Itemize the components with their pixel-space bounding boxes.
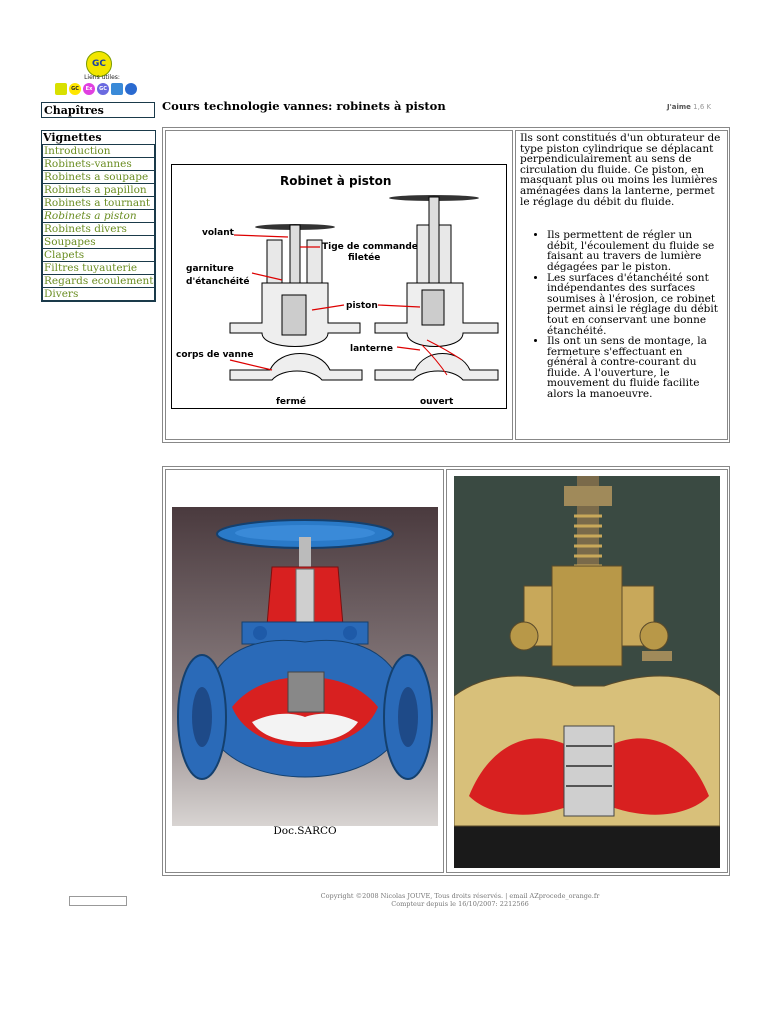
sidebar-item-clapets[interactable]: Clapets [42, 248, 155, 262]
label-garniture-2: d'étanchéité [186, 276, 249, 287]
closed-valve-drawing [229, 224, 363, 381]
photo-2-svg [453, 476, 721, 868]
sidebar-item-robinets-soupape[interactable]: Robinets a soupape [42, 170, 155, 184]
diagram-arrows [229, 234, 421, 371]
label-piston: piston [346, 301, 378, 311]
sidebar-item-robinets-tournant[interactable]: Robinets a tournant [42, 196, 155, 210]
label-tige-2: filetée [348, 252, 380, 263]
useful-links-label: Liens utiles: [84, 74, 120, 81]
page-title: Cours technologie vannes: robinets à pis… [162, 99, 446, 113]
link-icon-1[interactable] [55, 83, 67, 95]
photo-caption: Doc.SARCO [273, 825, 337, 837]
link-icon-3[interactable]: Ex [83, 83, 95, 95]
bullet-item: Les surfaces d'étanchéité sont indépenda… [547, 272, 725, 337]
counter-widget [69, 896, 127, 906]
sidebar-nav: Vignettes Introduction Robinets-vannes R… [41, 130, 156, 302]
label-lanterne: lanterne [350, 344, 393, 354]
description-cell [515, 130, 728, 440]
link-icon-5[interactable] [111, 83, 123, 95]
bullet-item: Ils ont un sens de montage, la fermeture… [547, 336, 725, 400]
diagram-title: Robinet à piston [280, 174, 391, 188]
sidebar-item-robinets-vannes[interactable]: Robinets-vannes [42, 157, 155, 171]
link-icon-4[interactable]: GC [97, 83, 109, 95]
chapters-heading[interactable]: Chapîtres [41, 102, 155, 118]
sarco-valve-photo [172, 507, 438, 826]
link-icon-6[interactable] [125, 83, 137, 95]
description-text: Ils sont constitués d'un obturateur de t… [520, 133, 725, 400]
counter-text: Compteur depuis le 16/10/2007: 2212566 [391, 900, 529, 908]
label-ferme: fermé [276, 396, 306, 407]
label-tige-1: Tige de commande [322, 242, 418, 252]
sidebar-item-soupapes[interactable]: Soupapes [42, 235, 155, 249]
diagram-cell [165, 130, 513, 440]
site-logo[interactable]: GC [86, 51, 112, 77]
label-volant: volant [202, 228, 235, 238]
sidebar-item-filtres[interactable]: Filtres tuyauterie [42, 261, 155, 275]
vignettes-heading: Vignettes [43, 131, 102, 144]
diagram-svg: Robinet à piston [176, 174, 499, 407]
label-corps-vanne: corps de vanne [176, 350, 253, 360]
photo-cell-1 [165, 469, 444, 873]
useful-links-bar: GC Ex GC [55, 83, 137, 95]
link-icon-2[interactable]: GC [69, 83, 81, 95]
bullet-item: Ils permettent de régler un débit, l'éco… [547, 230, 725, 272]
open-valve-drawing [374, 195, 499, 381]
sidebar-item-divers[interactable]: Divers [42, 287, 155, 301]
sidebar-item-robinets-papillon[interactable]: Robinets a papillon [42, 183, 155, 197]
copyright-text: Copyright ©2008 Nicolas JOUVE, Tous droi… [320, 892, 600, 900]
photo-cell-2 [446, 469, 728, 873]
like-count: 1,6 K [693, 103, 712, 111]
logo-text: GC [92, 59, 106, 69]
brass-valve-cutaway-photo [453, 476, 721, 868]
description-intro: Ils sont constitués d'un obturateur de t… [520, 132, 721, 208]
sidebar-item-regards[interactable]: Regards ecoulement [42, 274, 155, 288]
like-button-label[interactable]: J'aime [667, 103, 691, 111]
description-bullets: Ils permettent de régler un débit, l'éco… [520, 230, 725, 400]
label-ouvert: ouvert [420, 397, 454, 407]
sidebar-item-robinets-divers[interactable]: Robinets divers [42, 222, 155, 236]
footer: Copyright ©2008 Nicolas JOUVE, Tous droi… [240, 892, 680, 908]
like-widget[interactable]: J'aime 1,6 K [667, 103, 711, 111]
content-table-2 [162, 466, 730, 876]
sidebar-item-introduction[interactable]: Introduction [42, 144, 155, 158]
photo-1-svg [172, 507, 438, 826]
sidebar-item-robinets-piston[interactable]: Robinets a piston [42, 209, 155, 223]
label-garniture-1: garniture [186, 264, 234, 274]
content-table-1 [162, 127, 730, 443]
piston-valve-diagram: Robinet à piston [171, 164, 507, 409]
